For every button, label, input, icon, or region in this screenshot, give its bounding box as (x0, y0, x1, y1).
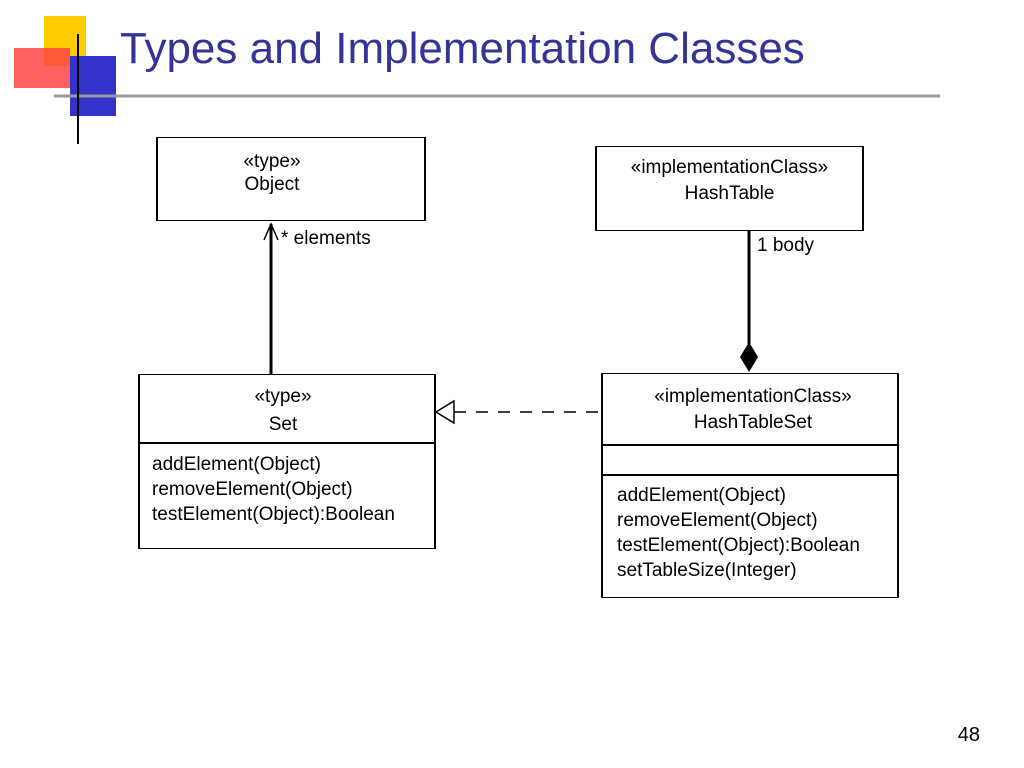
hashtableset-stereotype: «implementationClass» (654, 386, 852, 407)
object-name: Object (244, 174, 300, 195)
hashtableset-operation: addElement(Object) (617, 485, 786, 506)
object-stereotype: «type» (243, 151, 301, 172)
hashtableset-name: HashTableSet (693, 412, 813, 433)
hashtableset-operation: setTableSize(Integer) (617, 560, 797, 581)
slide-number: 48 (957, 724, 980, 746)
class-hashtableset[interactable]: «implementationClass» HashTableSet addEl… (601, 373, 899, 598)
class-hashtableset-header: «implementationClass» HashTableSet (603, 374, 897, 446)
hashtableset-operation: testElement(Object):Boolean (617, 535, 860, 556)
class-hashtableset-operations: addElement(Object) removeElement(Object)… (603, 476, 897, 583)
association-arrowhead (263, 222, 279, 241)
set-stereotype: «type» (254, 386, 312, 407)
class-set-header: «type» Set (140, 375, 434, 444)
composition-diamond (740, 342, 758, 372)
realization-arrowhead (434, 399, 455, 425)
hashtable-stereotype: «implementationClass» (630, 157, 829, 178)
set-operation: addElement(Object) (152, 454, 321, 475)
hashtable-name: HashTable (684, 183, 775, 204)
class-hashtable[interactable]: «implementationClass» HashTable (595, 146, 864, 231)
class-set-operations: addElement(Object) removeElement(Object)… (140, 444, 434, 527)
hashtableset-operation: removeElement(Object) (617, 510, 818, 531)
set-name: Set (268, 414, 298, 435)
body-multiplicity-label: 1 body (757, 235, 815, 256)
class-set[interactable]: «type» Set addElement(Object) removeElem… (138, 374, 436, 549)
slide-logo (14, 16, 940, 144)
class-hashtable-header: «implementationClass» HashTable (597, 147, 862, 207)
set-operation: testElement(Object):Boolean (152, 504, 395, 525)
elements-multiplicity-label: * elements (281, 228, 371, 249)
class-object[interactable]: «type» Object (156, 137, 426, 221)
class-hashtableset-attributes (603, 446, 897, 476)
set-operation: removeElement(Object) (152, 479, 353, 500)
class-object-header: «type» Object (158, 138, 424, 196)
slide-title: Types and Implementation Classes (120, 24, 805, 73)
logo-red-square (14, 48, 70, 88)
